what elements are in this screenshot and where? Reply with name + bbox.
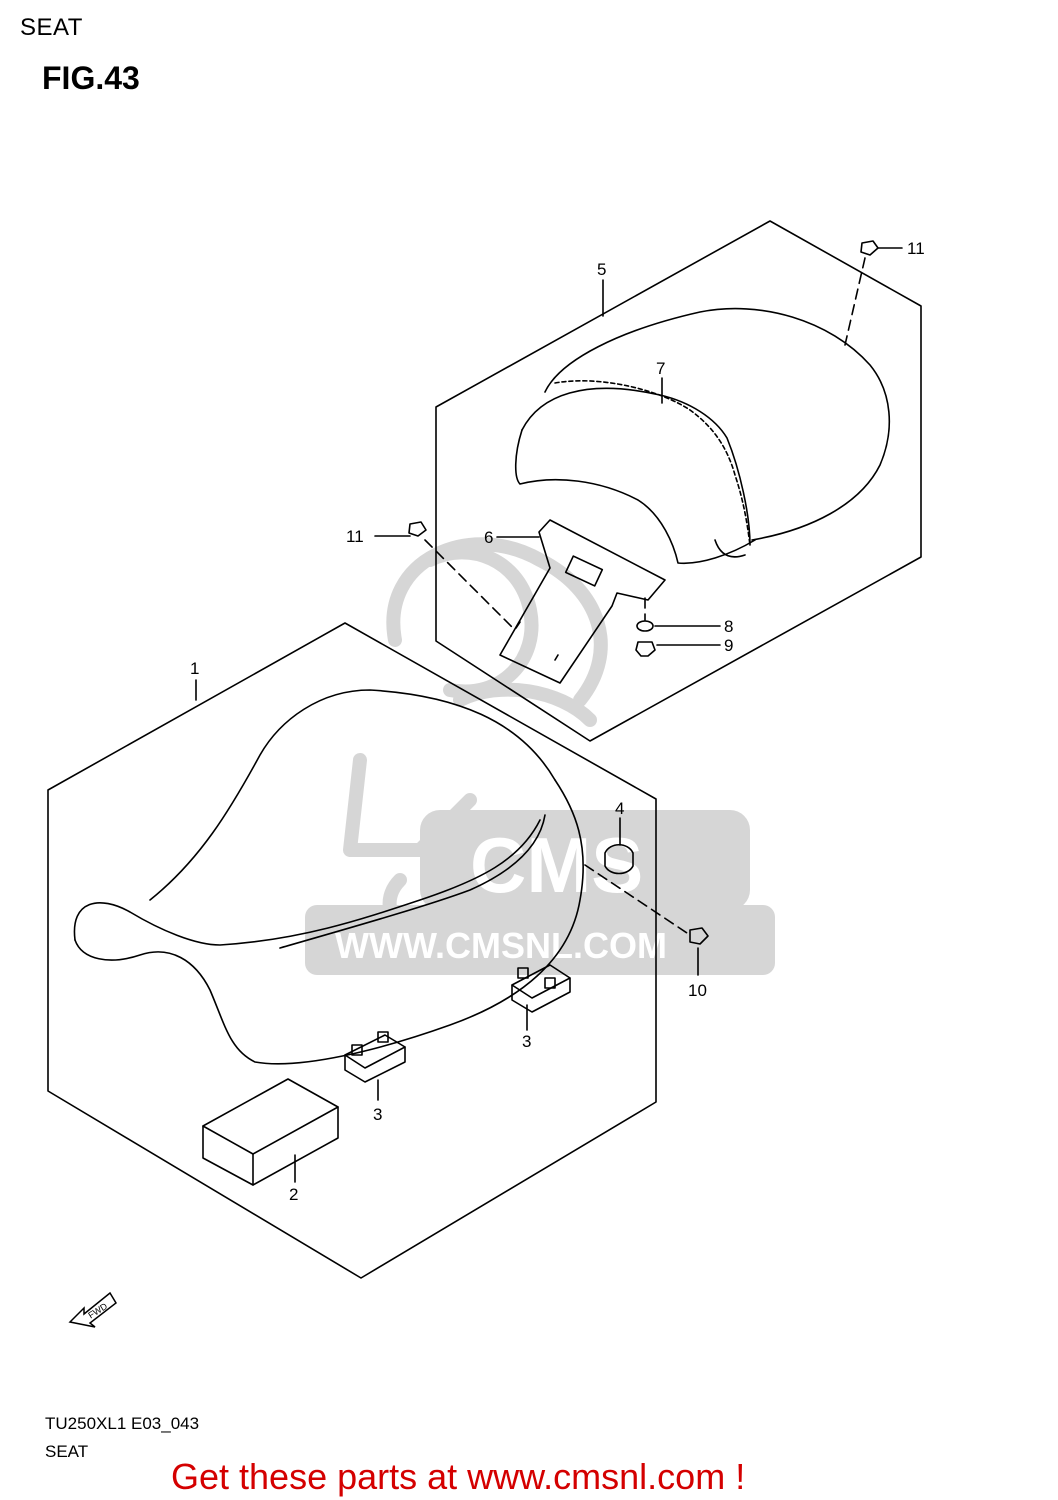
seat-bumper-right	[511, 964, 571, 1013]
callout-1: 1	[190, 659, 199, 678]
seat-bracket	[499, 519, 666, 684]
rubber-cushion	[604, 843, 634, 875]
callout-6: 6	[484, 528, 493, 547]
seat-bumper-left	[344, 1031, 406, 1083]
bolt-11-top	[860, 240, 879, 256]
callout-10: 10	[688, 981, 707, 1000]
front-seat	[73, 689, 584, 1065]
bolt-11-left	[408, 521, 427, 537]
model-code: TU250XL1 E03_043	[45, 1414, 200, 1433]
callout-9: 9	[724, 636, 733, 655]
callout-3: 3	[373, 1105, 382, 1124]
washer	[636, 620, 654, 632]
watermark-logo: CMS	[470, 821, 643, 909]
callout-2: 2	[289, 1185, 298, 1204]
seat-sponge	[202, 1078, 339, 1186]
callout-5: 5	[597, 260, 606, 279]
rear-seat	[514, 307, 891, 565]
callout-4: 4	[615, 799, 624, 818]
callout-11: 11	[346, 527, 364, 546]
promo-link[interactable]: Get these parts at www.cmsnl.com !	[171, 1456, 746, 1497]
fwd-arrow-icon: FWD	[68, 1291, 117, 1328]
figure-number: FIG.43	[42, 60, 140, 96]
callout-7: 7	[656, 359, 665, 378]
watermark-url: WWW.CMSNL.COM	[335, 925, 667, 966]
callout-8: 8	[724, 617, 733, 636]
bolt-10	[689, 927, 709, 945]
callout-3: 3	[522, 1032, 531, 1051]
front-seat-frame	[47, 622, 657, 1279]
callout-11: 11	[907, 239, 925, 258]
diagram-name: SEAT	[45, 1442, 89, 1461]
rear-seat-frame	[435, 220, 922, 742]
watermark: CMS WWW.CMSNL.COM	[305, 537, 775, 975]
section-title: SEAT	[20, 14, 83, 41]
nut	[635, 641, 656, 657]
